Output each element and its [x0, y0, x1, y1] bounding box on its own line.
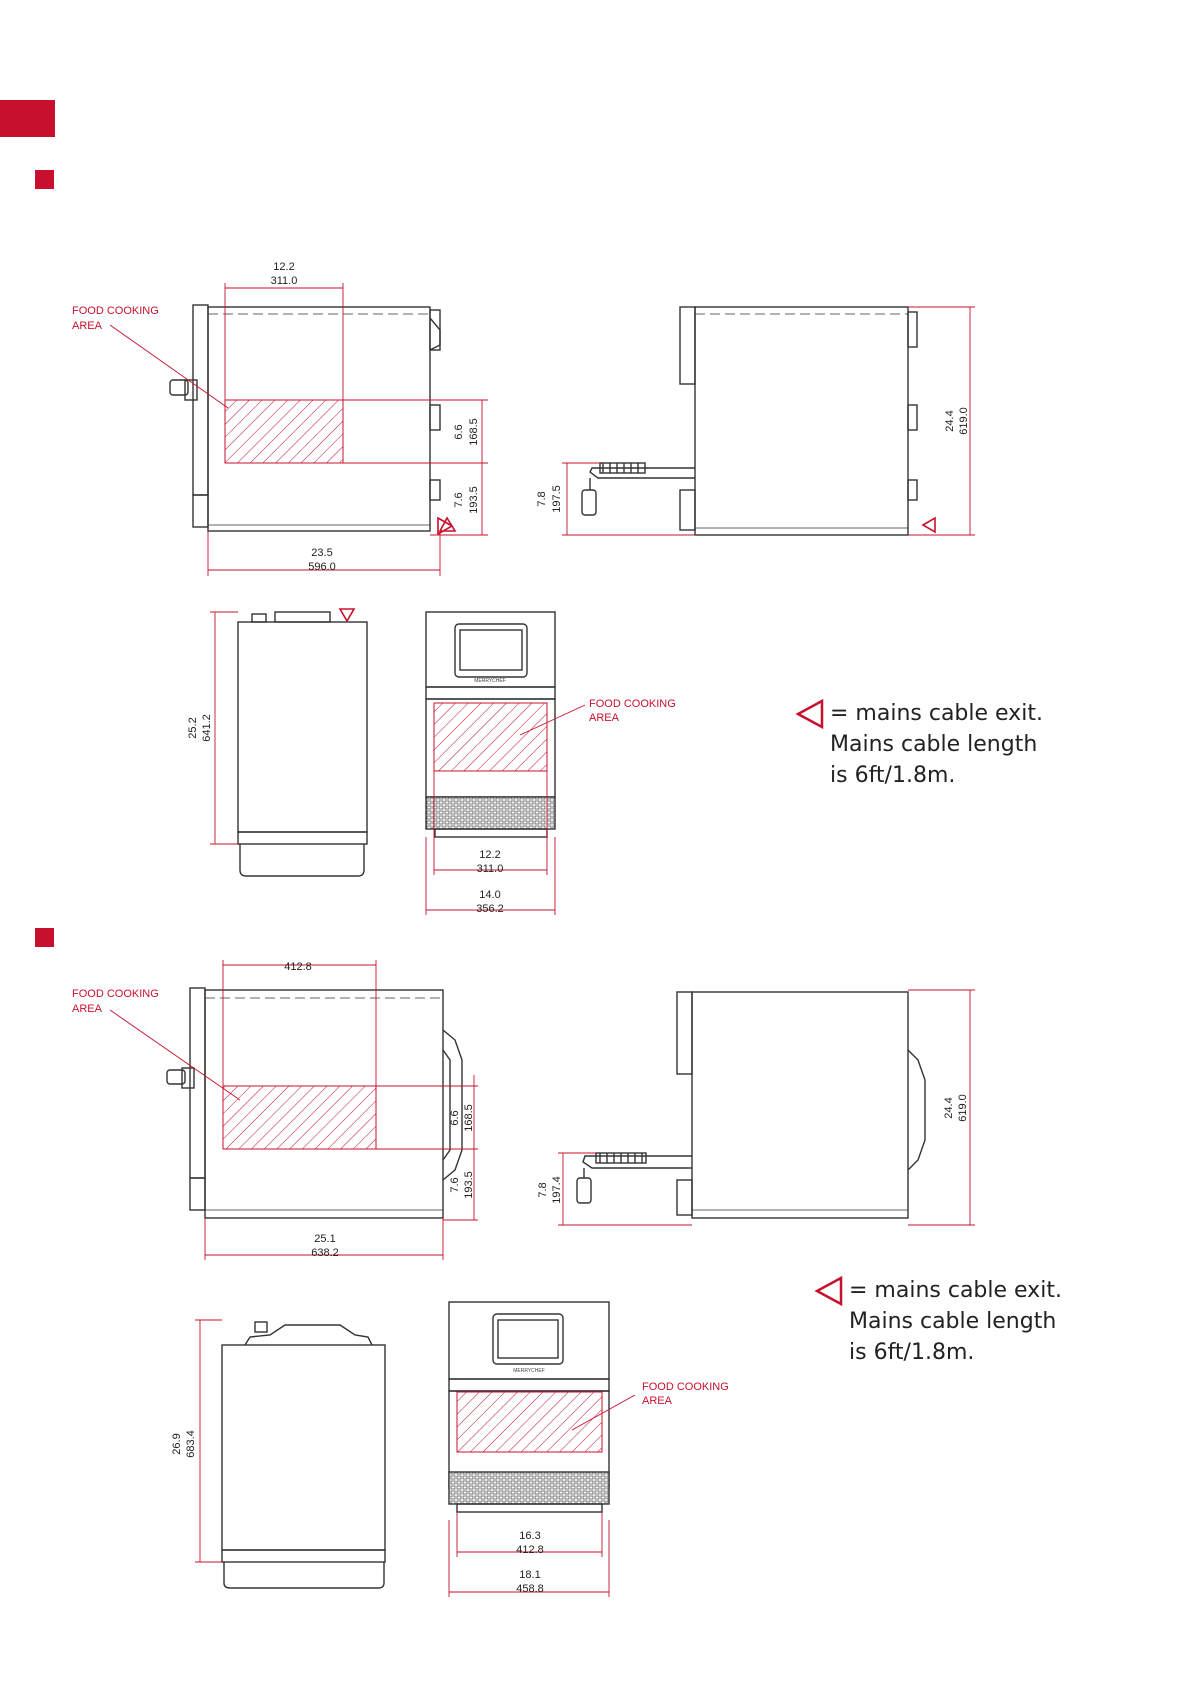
dim-depth-in: 23.5	[311, 547, 332, 559]
dim-handle-height-mm: 197.5	[551, 485, 563, 513]
header-accent-bar	[0, 100, 55, 137]
note-line-3: is 6ft/1.8m.	[849, 1340, 975, 1365]
dim-top-width-in: 12.2	[273, 261, 294, 273]
model-1-top-dimensions	[210, 608, 356, 845]
note-line-2: Mains cable length	[830, 732, 1038, 757]
dim-base-height-mm: 193.5	[468, 486, 480, 514]
dim-top-depth-in: 26.9	[171, 1433, 183, 1454]
cable-exit-triangle-icon	[814, 1275, 843, 1307]
dim-cook-height-mm: 168.5	[463, 1104, 475, 1132]
dim-height-mm: 619.0	[958, 407, 970, 435]
dim-top-width-mm: 311.0	[271, 275, 298, 287]
dim-width-mm: 356.2	[476, 903, 504, 915]
cable-exit-note-2: = mains cable exit. Mains cable length i…	[814, 1275, 1134, 1368]
model-2-front-view	[448, 1301, 610, 1513]
model-1-front-view	[425, 611, 556, 838]
dim-cook-height-in: 6.6	[449, 1110, 461, 1125]
model-2-top-dimensions	[195, 1319, 222, 1563]
dim-height-in: 24.4	[943, 1097, 955, 1118]
model-2-brand-label: MERRYCHEF	[513, 1368, 545, 1374]
dim-base-height-in: 7.6	[453, 492, 465, 507]
dim-cook-height-mm: 168.5	[468, 418, 480, 446]
dim-top-depth-in: 25.2	[187, 717, 199, 738]
model-2-dimension-labels: 412.8 6.6 168.5 7.6 193.5 25.1 638.2 7.8…	[171, 961, 969, 1595]
model-1-top-view	[237, 611, 368, 877]
dim-depth-mm: 638.2	[311, 1247, 339, 1259]
model-1-brand-label: MERRYCHEF	[474, 678, 506, 684]
model-2-side-view-right	[576, 991, 926, 1219]
dim-handle-height-mm: 197.4	[551, 1176, 563, 1204]
dim-top-depth-mm: 683.4	[185, 1430, 197, 1458]
note-line-1: = mains cable exit.	[849, 1278, 1062, 1303]
section-marker-2	[35, 928, 54, 947]
cable-exit-note-1: = mains cable exit. Mains cable length i…	[795, 698, 1115, 791]
model-2-side-view-left	[166, 987, 463, 1219]
food-label-side-line1: FOOD COOKING	[72, 988, 159, 1000]
dim-top-depth-mm: 641.2	[201, 714, 213, 742]
dim-cook-width-mm: 412.8	[516, 1544, 544, 1556]
food-label-side-line2: AREA	[72, 320, 103, 332]
dim-handle-height-in: 7.8	[536, 491, 548, 506]
model-2-front-dimensions	[448, 1394, 636, 1597]
dim-depth-mm: 596.0	[308, 561, 336, 573]
dim-width-in: 14.0	[479, 889, 500, 901]
dim-cook-width-in: 16.3	[519, 1530, 540, 1542]
note-line-2: Mains cable length	[849, 1309, 1057, 1334]
model-1-side-view-left	[169, 304, 441, 532]
dim-height-in: 24.4	[944, 410, 956, 431]
section-marker-1	[35, 170, 54, 189]
model-1-front-dimensions	[425, 704, 586, 915]
dim-depth-in: 25.1	[314, 1233, 335, 1245]
food-label-front-line2: AREA	[589, 712, 620, 724]
model-2-side-left-dimensions	[109, 960, 478, 1260]
note-line-1: = mains cable exit.	[830, 701, 1043, 726]
dim-cook-height-in: 6.6	[453, 424, 465, 439]
dim-width-mm: 458.8	[516, 1583, 544, 1595]
dim-width-in: 18.1	[519, 1569, 540, 1581]
dim-cook-width-in: 12.2	[479, 849, 500, 861]
model-1-food-cooking-labels: FOOD COOKING AREA FOOD COOKING AREA	[72, 305, 676, 724]
model-2-top-view	[221, 1321, 386, 1589]
food-label-front-line1: FOOD COOKING	[589, 698, 676, 710]
dim-base-height-in: 7.6	[449, 1177, 461, 1192]
model-2-food-cooking-labels: FOOD COOKING AREA FOOD COOKING AREA	[72, 988, 729, 1407]
cable-exit-triangle-icon	[795, 698, 824, 730]
dim-handle-height-in: 7.8	[537, 1182, 549, 1197]
model-2-side-right-dimensions	[558, 989, 975, 1226]
note-line-3: is 6ft/1.8m.	[830, 763, 956, 788]
food-label-side-line1: FOOD COOKING	[72, 305, 159, 317]
food-label-side-line2: AREA	[72, 1003, 103, 1015]
dim-top-width-mm: 412.8	[284, 961, 312, 973]
food-label-front-line1: FOOD COOKING	[642, 1381, 729, 1393]
model-1-dimension-labels: 12.2 311.0 6.6 168.5 7.6 193.5 23.5 596.…	[187, 261, 970, 915]
dim-base-height-mm: 193.5	[463, 1171, 475, 1199]
dim-height-mm: 619.0	[957, 1094, 969, 1122]
model-1-side-left-dimensions	[109, 283, 488, 576]
model-1-side-right-dimensions	[562, 306, 975, 536]
model-1-side-view-right	[581, 306, 918, 536]
dim-cook-width-mm: 311.0	[477, 863, 504, 875]
food-label-front-line2: AREA	[642, 1395, 673, 1407]
